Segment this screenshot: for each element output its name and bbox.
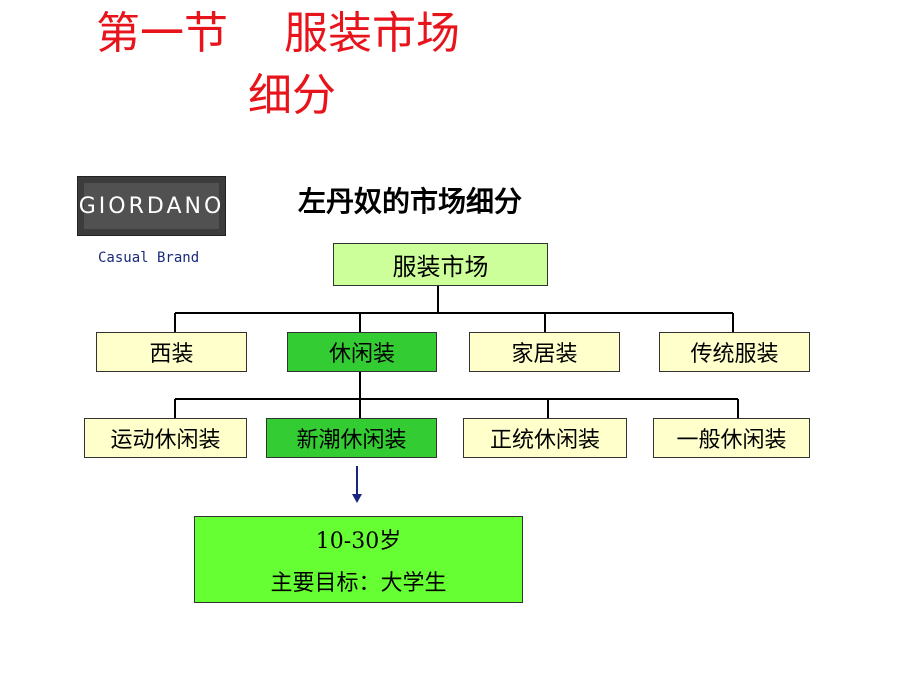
node-root-apparel-market: 服装市场 — [333, 243, 548, 286]
slide-title-line1: 第一节 服装市场 — [96, 8, 460, 59]
arrow-head — [352, 494, 362, 503]
node-traditional-wear: 传统服装 — [659, 332, 810, 372]
slide-title-line2: 细分 — [248, 70, 336, 121]
node-casual-wear: 休闲装 — [287, 332, 437, 372]
node-trendy-casual: 新潮休闲装 — [266, 418, 437, 458]
diagram-title: 左丹奴的市场细分 — [298, 185, 523, 218]
node-suits: 西装 — [96, 332, 247, 372]
target-main-audience: 主要目标：大学生 — [270, 570, 447, 596]
node-home-wear: 家居装 — [469, 332, 620, 372]
logo-text: GIORDANO — [78, 193, 225, 219]
brand-subtitle: Casual Brand — [98, 250, 200, 266]
target-age-range: 10-30岁 — [315, 528, 402, 554]
node-formal-casual: 正统休闲装 — [463, 418, 627, 458]
target-detail-box: 10-30岁 主要目标：大学生 — [194, 516, 523, 603]
node-sport-casual: 运动休闲装 — [84, 418, 247, 458]
node-general-casual: 一般休闲装 — [653, 418, 810, 458]
giordano-logo: GIORDANO — [77, 176, 226, 236]
